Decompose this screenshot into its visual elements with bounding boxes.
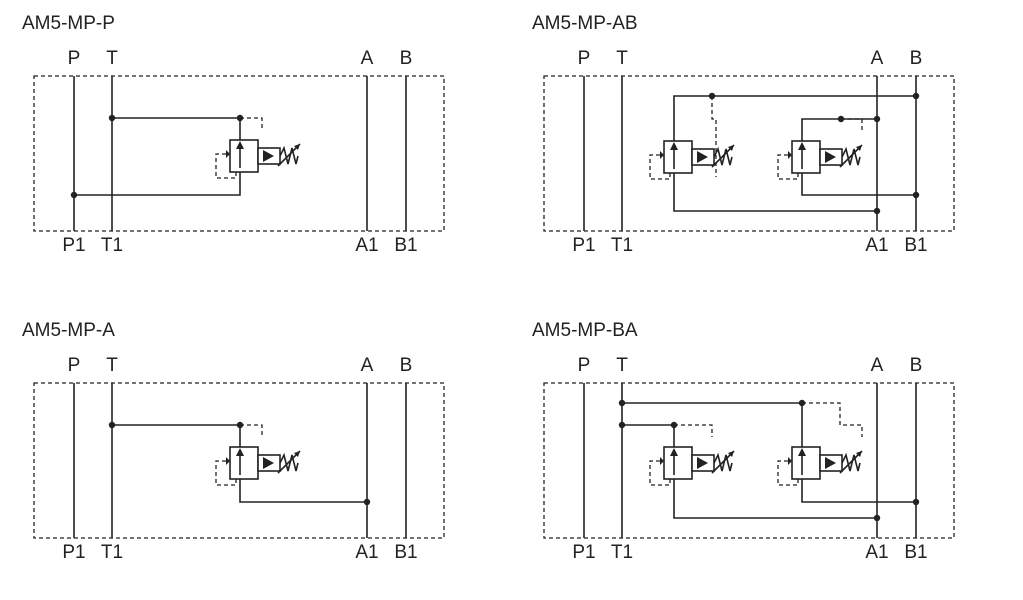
port-label-a1: A1 xyxy=(355,542,379,563)
junction-dot xyxy=(108,421,116,429)
port-label-p: P xyxy=(67,355,81,376)
port-label-b: B xyxy=(399,355,413,376)
circuit-schematic xyxy=(33,382,445,539)
port-label-a: A xyxy=(360,355,374,376)
a-connection xyxy=(239,479,367,503)
diagram-title: AM5-MP-AB xyxy=(532,13,638,34)
t-connection xyxy=(112,117,241,140)
port-label-b1: B1 xyxy=(394,235,418,256)
a-connection xyxy=(801,118,877,141)
port-label-a1: A1 xyxy=(355,235,379,256)
port-label-t: T xyxy=(616,355,628,376)
port-label-t1: T1 xyxy=(100,235,124,256)
pressure-reducing-valve-icon xyxy=(777,118,863,180)
junction-dot xyxy=(363,498,371,506)
junction-dot xyxy=(798,399,806,407)
port-label-a: A xyxy=(870,355,884,376)
port-label-a1: A1 xyxy=(865,542,889,563)
diagram-title: AM5-MP-BA xyxy=(532,320,638,341)
block-outline xyxy=(543,382,955,539)
port-label-t1: T1 xyxy=(100,542,124,563)
t-connection xyxy=(112,424,241,447)
port-label-a1: A1 xyxy=(865,235,889,256)
pressure-reducing-valve-icon xyxy=(649,424,735,486)
pressure-reducing-valve-icon xyxy=(649,96,735,180)
circuit-schematic xyxy=(543,75,955,232)
port-label-t1: T1 xyxy=(610,542,634,563)
junction-dot xyxy=(70,191,78,199)
port-label-a: A xyxy=(360,48,374,69)
diagram-title: AM5-MP-A xyxy=(22,320,115,341)
junction-dot xyxy=(618,399,626,407)
port-label-p: P xyxy=(67,48,81,69)
junction-dot xyxy=(108,114,116,122)
junction-dot xyxy=(912,191,920,199)
a-return xyxy=(673,172,877,212)
port-label-p1: P1 xyxy=(572,235,596,256)
port-label-b1: B1 xyxy=(394,542,418,563)
diagram-title: AM5-MP-P xyxy=(22,13,115,34)
pressure-reducing-valve-icon xyxy=(215,117,301,179)
junction-dot xyxy=(912,92,920,100)
junction-dot xyxy=(873,207,881,215)
a-connection xyxy=(673,479,877,519)
port-label-t1: T1 xyxy=(610,235,634,256)
port-label-a: A xyxy=(870,48,884,69)
port-label-t: T xyxy=(106,355,118,376)
port-label-p: P xyxy=(577,48,591,69)
port-label-b1: B1 xyxy=(904,542,928,563)
port-label-p1: P1 xyxy=(62,235,86,256)
port-label-b: B xyxy=(399,48,413,69)
port-label-p1: P1 xyxy=(62,542,86,563)
diagram-page: { "diagrams": [ { "title": "AM5-MP-P", "… xyxy=(22,13,1012,563)
circuit-schematic xyxy=(543,382,955,539)
junction-dot xyxy=(873,514,881,522)
b-return xyxy=(801,172,916,196)
junction-dot xyxy=(873,115,881,123)
block-outline xyxy=(33,382,445,539)
b-connection xyxy=(673,95,916,141)
diagram-am5-mp-a: AM5-MP-A P T A B P1 T1 A1 B1 xyxy=(22,320,502,600)
port-label-t: T xyxy=(106,48,118,69)
junction-dot xyxy=(837,115,845,123)
circuit-schematic xyxy=(33,75,445,232)
pressure-reducing-valve-icon xyxy=(215,424,301,486)
junction-dot xyxy=(618,421,626,429)
port-label-p: P xyxy=(577,355,591,376)
b-connection xyxy=(801,479,916,503)
pressure-reducing-valve-icon xyxy=(777,402,863,486)
port-label-p1: P1 xyxy=(572,542,596,563)
p-connection xyxy=(74,172,241,196)
diagram-am5-mp-ba: AM5-MP-BA P T A B P1 T1 A1 B1 xyxy=(532,320,1012,600)
junction-dot xyxy=(912,498,920,506)
diagram-am5-mp-ab: AM5-MP-AB P T A B P1 T1 A1 B1 xyxy=(532,13,1012,293)
diagram-am5-mp-p: AM5-MP-P P T A B P1 T1 A1 B1 xyxy=(22,13,502,293)
block-outline xyxy=(543,75,955,232)
port-label-b: B xyxy=(909,355,923,376)
port-label-b1: B1 xyxy=(904,235,928,256)
block-outline xyxy=(33,75,445,232)
port-label-t: T xyxy=(616,48,628,69)
t-connection-lower xyxy=(622,424,675,447)
port-label-b: B xyxy=(909,48,923,69)
